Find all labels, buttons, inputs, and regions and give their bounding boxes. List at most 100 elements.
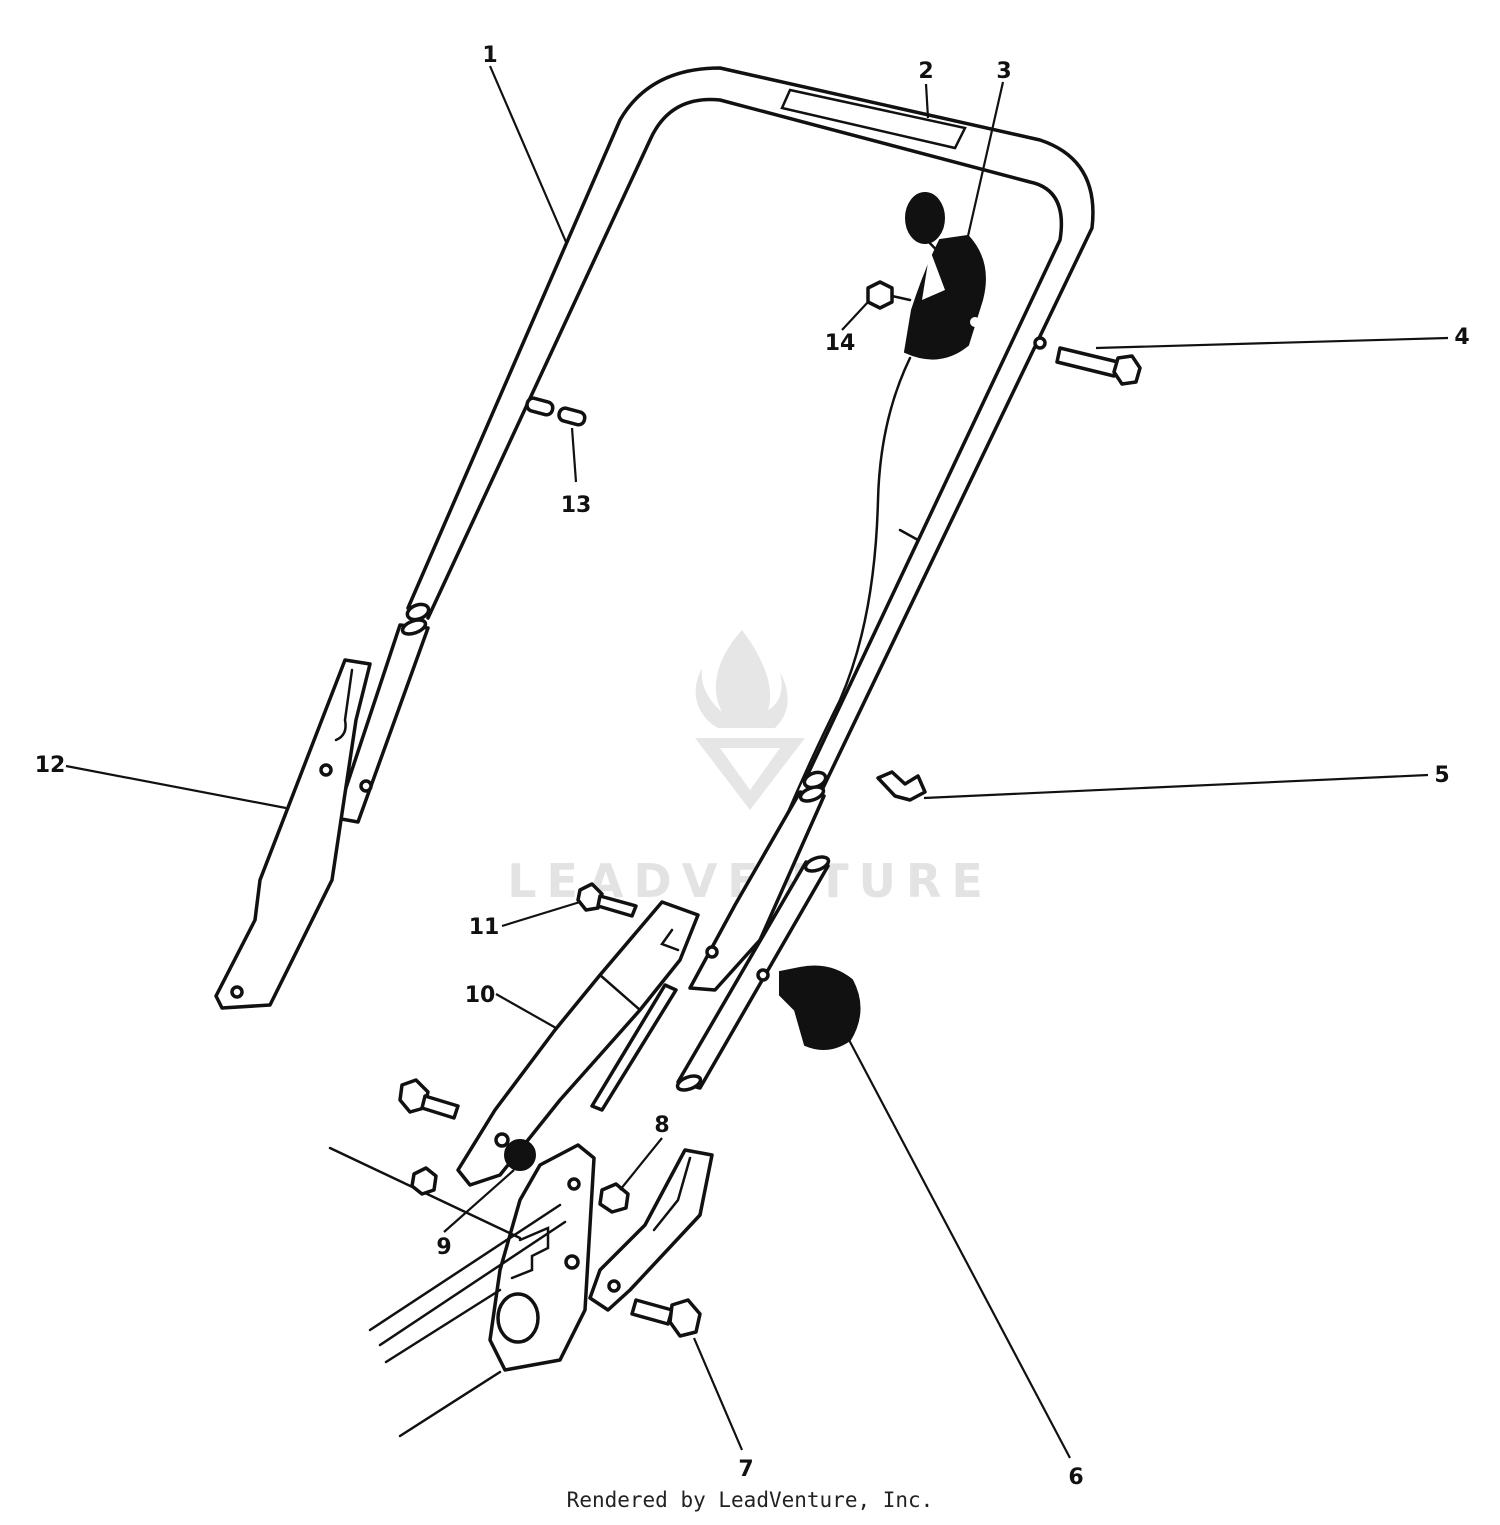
handle-grip-panel [780, 88, 967, 150]
spacer-9 [504, 1139, 536, 1171]
hex-nut-8 [598, 1182, 630, 1214]
callout-8: 8 [654, 1113, 669, 1138]
bracket-10-body [456, 900, 700, 1187]
hex-bolt-4 [1033, 336, 1142, 386]
hex-nut-14 [866, 280, 894, 310]
side-bracket-fold [652, 1156, 692, 1232]
bolt-4-shank [1055, 346, 1120, 378]
callout-3: 3 [996, 59, 1011, 84]
upper-handle-outline [406, 66, 1095, 792]
plate-hole-upper [567, 1177, 581, 1191]
nut-14-axis [890, 294, 912, 302]
shoulder-bolt-thread [420, 1094, 460, 1120]
bracket-10-hole [494, 1132, 510, 1148]
bracket-10-tab [660, 928, 680, 952]
deck-rail-2 [378, 1220, 567, 1347]
leader-11 [501, 900, 581, 928]
bracket-12-slot [334, 668, 354, 742]
watermark-v-icon [695, 738, 805, 810]
throttle-body-highlight [922, 250, 945, 300]
footer-credit: Rendered by LeadVenture, Inc. [566, 1488, 934, 1512]
callout-6: 6 [1068, 1465, 1083, 1490]
watermark-flame-icon [695, 630, 788, 728]
deck-rail-1 [368, 1203, 562, 1332]
callout-1: 1 [482, 43, 497, 68]
callout-10: 10 [465, 983, 496, 1008]
callout-13: 13 [561, 493, 592, 518]
throttle-screw-hole [970, 317, 980, 327]
outer-tube-top [803, 855, 831, 873]
bracket-12-hole-upper [319, 763, 333, 777]
leader-7 [692, 1337, 744, 1451]
lower-right-tube-end [798, 785, 826, 803]
callout-14: 14 [825, 331, 856, 356]
throttle-body [903, 234, 986, 360]
callout-labels: 1 2 3 4 5 6 7 8 9 10 11 12 13 14 [35, 43, 1470, 1490]
bracket-10-fold [598, 973, 642, 1012]
bracket-12-hole-lower [230, 985, 244, 999]
lower-handle-right [675, 785, 831, 1092]
lower-right-tube-hole [705, 945, 719, 959]
callout-4: 4 [1454, 325, 1469, 350]
leader-14 [841, 301, 869, 331]
hex-nut-left [410, 1166, 438, 1196]
wing-nut-5 [876, 770, 927, 802]
leader-9 [443, 1169, 515, 1233]
callout-5: 5 [1434, 763, 1449, 788]
knob-6-washer [756, 968, 770, 982]
bracket-12-body [214, 658, 372, 1010]
throttle-lever-knob [905, 192, 945, 244]
watermark: LEADVENTURE [507, 630, 983, 908]
deck-lower-line [398, 1370, 502, 1438]
handle-stud [898, 528, 920, 542]
leader-lines [65, 65, 1449, 1459]
bolt-4-hole [1033, 336, 1047, 350]
knob-6 [756, 965, 861, 1050]
leader-2 [924, 83, 930, 119]
leader-13 [570, 427, 578, 483]
wheel-hub [496, 1292, 540, 1344]
callout-11: 11 [469, 915, 500, 940]
plate-hole-lower [564, 1254, 580, 1270]
leader-1 [488, 65, 568, 243]
shoulder-bolt [398, 1078, 460, 1120]
pin-left [525, 396, 555, 417]
callout-12: 12 [35, 753, 66, 778]
leader-8 [619, 1137, 663, 1191]
handle-bracket-12 [214, 658, 372, 1010]
flange-bolt-7 [630, 1298, 702, 1338]
outer-tube-bottom [675, 1074, 703, 1092]
leader-4 [1095, 336, 1449, 350]
side-bracket-hole [607, 1279, 621, 1293]
bolt-4-head [1112, 354, 1142, 386]
leader-12 [65, 764, 287, 810]
leader-6 [847, 1037, 1071, 1459]
screw-11 [576, 882, 638, 918]
lower-left-tube-hole [359, 779, 373, 793]
leader-3 [966, 81, 1005, 237]
lever-bracket-10 [456, 900, 700, 1187]
deck-height-bracket [328, 1143, 596, 1438]
lower-left-tube-end [400, 618, 428, 636]
callout-2: 2 [918, 59, 933, 84]
screw-11-thread [596, 894, 638, 918]
wing-nut-5-shape [876, 770, 927, 802]
knob-6-body [779, 965, 861, 1050]
leader-5 [923, 773, 1429, 800]
latch-rod [590, 983, 678, 1112]
throttle-control [738, 192, 986, 932]
bolt-7-head [668, 1298, 702, 1338]
screw-11-head [576, 882, 604, 912]
lower-handle-left [334, 618, 430, 824]
callout-9: 9 [436, 1235, 451, 1260]
side-bracket [588, 1148, 714, 1312]
deck-rail-3 [384, 1288, 502, 1364]
callout-7: 7 [738, 1457, 753, 1482]
lower-right-tube [688, 790, 826, 992]
pin-right [557, 406, 587, 427]
bolt-7-thread [630, 1298, 674, 1326]
height-notches [510, 1226, 550, 1280]
leader-10 [495, 993, 557, 1029]
